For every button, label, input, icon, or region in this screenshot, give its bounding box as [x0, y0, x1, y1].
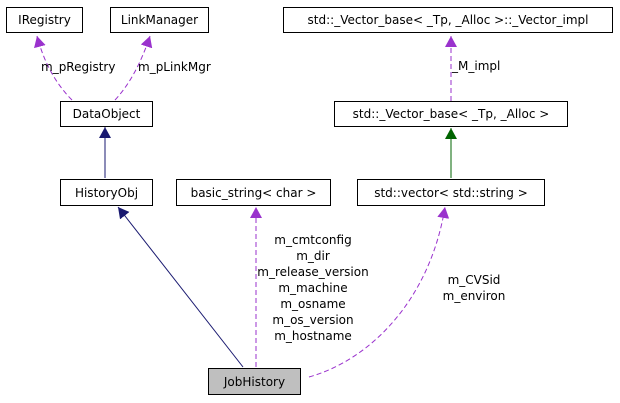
label-m-release-version: m_release_version	[257, 265, 369, 279]
node-historyobj: HistoryObj	[60, 179, 153, 206]
edge-dataobject-iregistry	[34, 35, 73, 101]
label-m-dir: m_dir	[296, 249, 330, 263]
edge-jobhistory-historyobj	[117, 206, 244, 368]
node-std-vector: std::vector< std::string >	[357, 179, 545, 206]
edge-jobhistory-vector	[308, 206, 450, 378]
label-m-machine: m_machine	[278, 281, 348, 295]
label-m-impl: _M_impl	[452, 59, 501, 73]
node-basic-string: basic_string< char >	[176, 179, 331, 206]
edge-dataobject-linkmanager	[114, 35, 153, 101]
node-iregistry: IRegistry	[6, 7, 83, 33]
node-linkmanager: LinkManager	[110, 7, 209, 33]
label-m-cmtconfig: m_cmtconfig	[274, 233, 352, 247]
label-m-environ: m_environ	[442, 289, 506, 303]
label-m-plinkmgr: m_pLinkMgr	[138, 60, 211, 74]
node-jobhistory: JobHistory	[208, 368, 301, 395]
label-m-cvsid: m_CVSid	[447, 273, 501, 287]
label-m-hostname: m_hostname	[274, 329, 352, 343]
label-m-pregistry: m_pRegistry	[41, 60, 116, 74]
label-string-members: m_cmtconfig m_dir m_release_version m_ma…	[246, 232, 380, 344]
node-dataobject: DataObject	[60, 101, 153, 127]
node-vector-base: std::_Vector_base< _Tp, _Alloc >	[334, 101, 568, 127]
label-m-os-version: m_os_version	[272, 313, 354, 327]
label-m-osname: m_osname	[280, 297, 346, 311]
label-vector-members: m_CVSid m_environ	[432, 272, 516, 304]
node-vector-impl: std::_Vector_base< _Tp, _Alloc >::_Vecto…	[283, 7, 613, 33]
